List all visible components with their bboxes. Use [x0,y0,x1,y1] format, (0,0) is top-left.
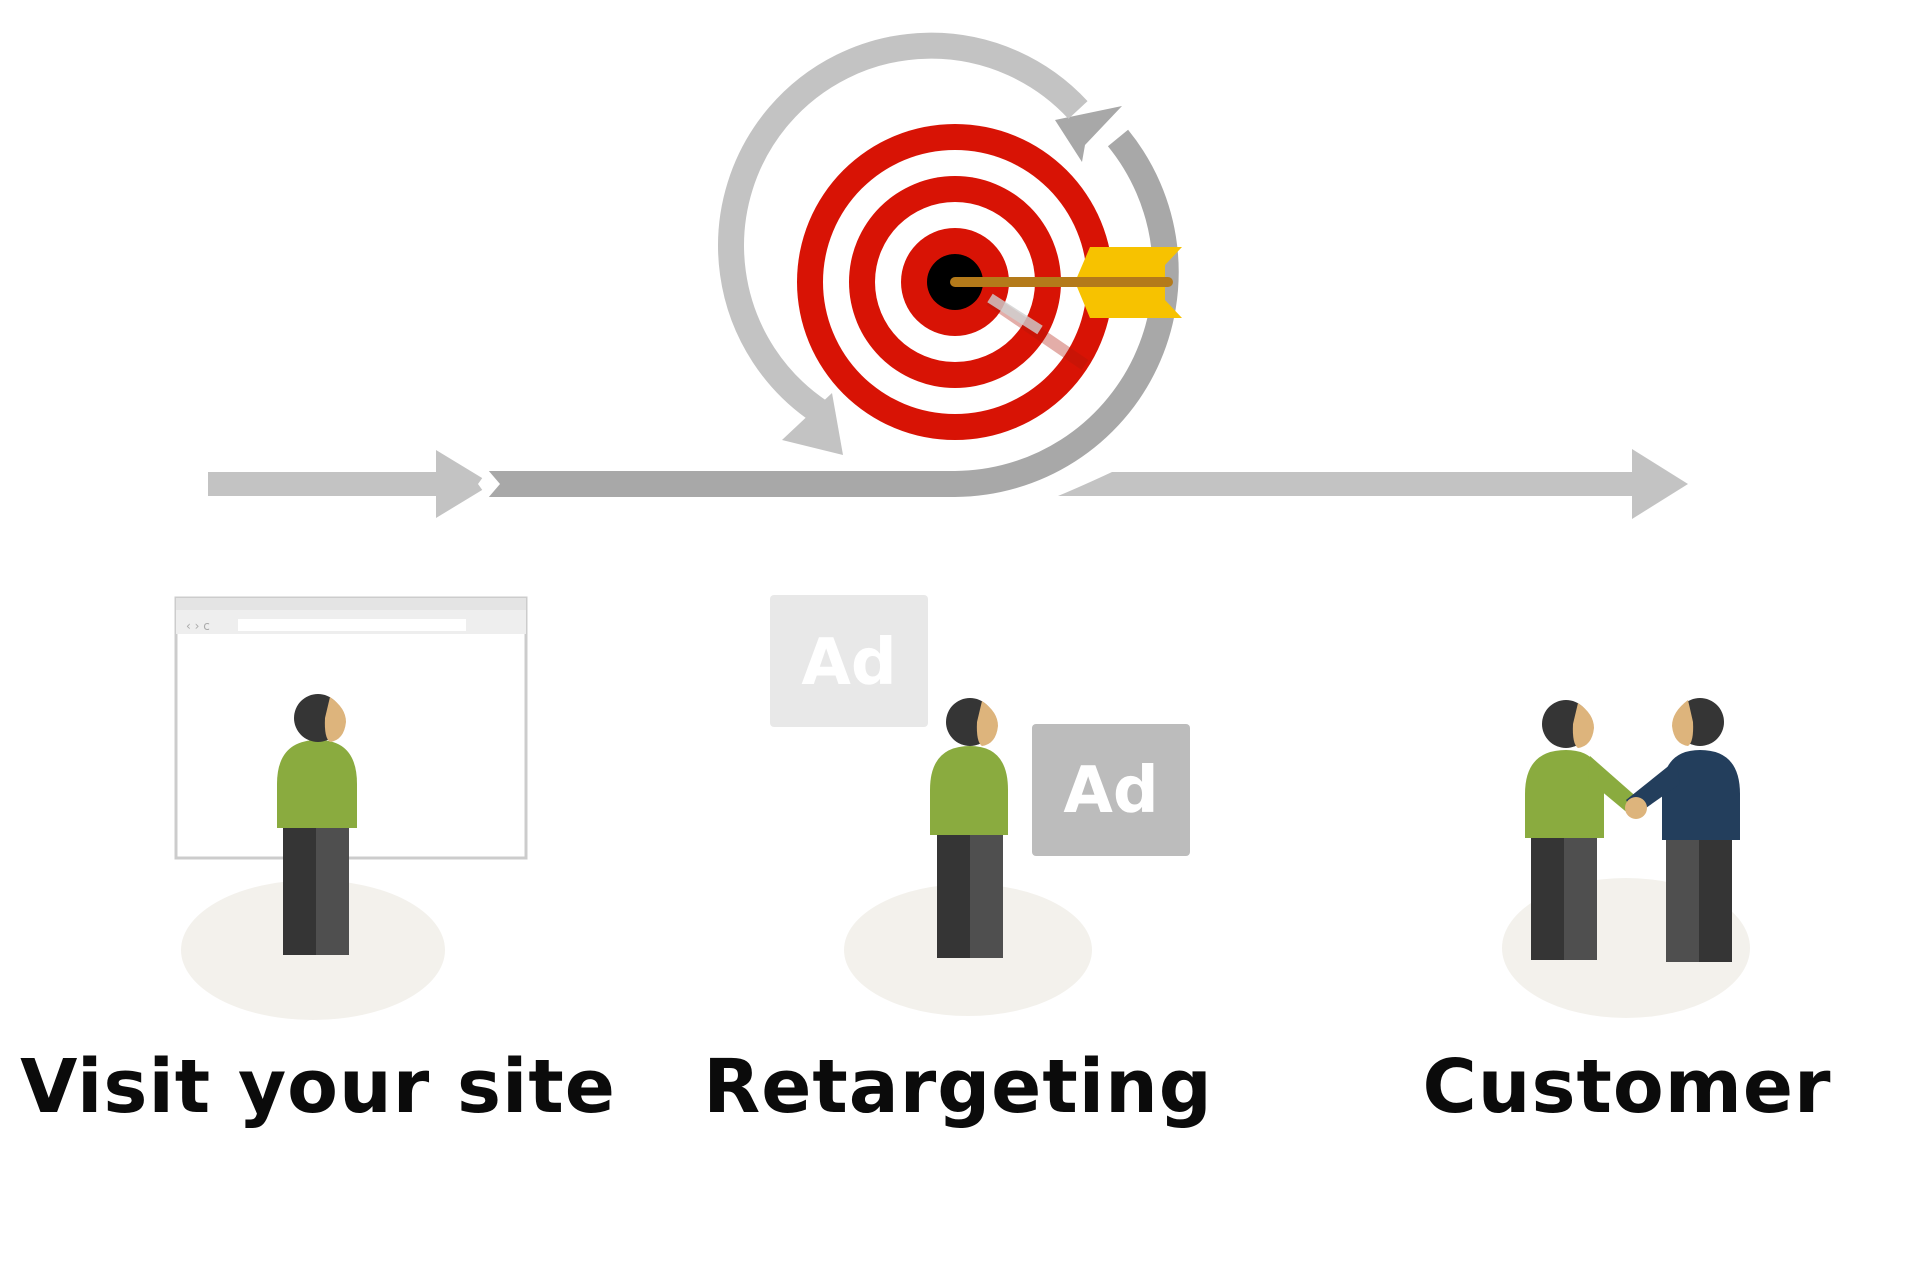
ad-card-icon: Ad [770,595,928,727]
step-label-customer: Customer [1422,1044,1832,1130]
ad-card-text: Ad [1063,754,1158,828]
flow-arrows [208,32,1688,519]
step-retargeting-illustration: Ad Ad [770,595,1190,1016]
loop-arrow-icon [478,32,1179,498]
step-label-retargeting: Retargeting [703,1044,1213,1130]
svg-text:‹ › c: ‹ › c [186,619,210,633]
arrow-customer-icon [1058,449,1688,519]
step-visit-illustration: ‹ › c [174,596,528,1020]
ad-card-text: Ad [801,626,896,700]
ad-card-icon: Ad [1032,724,1190,856]
step-customer-illustration [1502,698,1750,1018]
handshake-icon [1525,698,1740,962]
arrow-visit-icon [208,450,492,518]
dart-icon [950,247,1182,318]
step-label-visit-your-site: Visit your site [20,1044,616,1130]
person-icon [930,698,1008,958]
person-icon [277,694,357,955]
browser-window-icon: ‹ › c [174,596,528,860]
